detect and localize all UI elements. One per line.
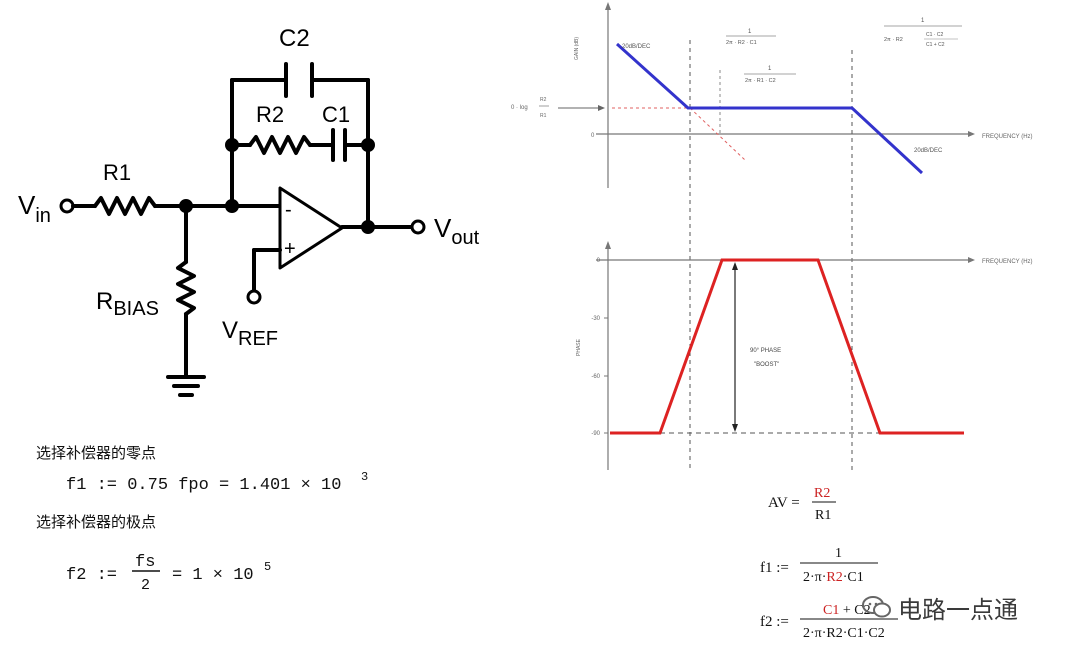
phase-y-ticks: 0 -30 -60 -90 (591, 258, 608, 437)
c2-label: C2 (279, 25, 310, 52)
f2-exponent: 5 (264, 560, 271, 574)
mid-level-label: 0 · log (511, 105, 528, 111)
phase-plot: FREQUENCY (Hz) PHASE 0 -30 -60 -90 90° PHAS… (576, 241, 1033, 470)
left-formulas: 选择补偿器的零点 f1 := 0.75 fpo = 1.401 × 10 3 选… (36, 444, 368, 594)
vin-label: Vin (18, 190, 51, 227)
slope-left-label: 20dB/DEC (622, 44, 651, 50)
phase-x-axis-label: FREQUENCY (Hz) (982, 259, 1033, 265)
zero-heading: 选择补偿器的零点 (36, 444, 156, 462)
rbias-resistor (176, 260, 196, 316)
ann1-numerator: 1 (748, 29, 752, 35)
pole-heading: 选择补偿器的极点 (36, 513, 156, 531)
boost-label-2: "BOOST" (754, 362, 779, 368)
vout-label: Vout (434, 213, 480, 249)
phase-y-tick-label: -90 (591, 431, 600, 437)
arrow-head (732, 262, 738, 270)
phase-y-tick-label: -60 (591, 374, 600, 380)
f1-exponent: 3 (361, 470, 368, 484)
ann3-inner-denominator: C1 + C2 (926, 42, 945, 48)
slope-right-label: 20dB/DEC (914, 148, 943, 154)
f1-denominator: 2·π·R2·C1 (803, 570, 864, 585)
arrow-head (598, 105, 605, 111)
junction-dot (361, 220, 375, 234)
opamp-plus-label: + (284, 238, 296, 260)
ann2-numerator: 1 (768, 66, 772, 72)
vout-terminal (410, 219, 426, 235)
phase-y-tick-label: 0 (597, 258, 601, 264)
c1-label: C1 (322, 102, 350, 127)
opamp-triangle (278, 186, 344, 270)
gain-curve (615, 42, 924, 175)
f2-denominator: 2·π·R2·C1·C2 (803, 626, 885, 641)
mid-level-frac-num: R2 (540, 97, 547, 103)
x-axis-arrow (968, 257, 975, 263)
gain-plot: GAIN (dB) FREQUENCY (Hz) 0 0 · log R2 R1… (511, 2, 1033, 470)
vref-terminal (246, 289, 262, 305)
right-formulas: AV = R2 R1 f1 := 1 2·π·R2·C1 f2 := C1 + … (760, 486, 898, 641)
f1-numerator: 1 (835, 546, 842, 561)
phase-y-tick-label: -30 (591, 316, 600, 322)
av-numerator: R2 (814, 486, 830, 501)
f2-numerator: fs (135, 553, 155, 572)
y-axis-arrow (605, 241, 611, 249)
rbias-label: RBIAS (96, 288, 159, 320)
watermark: 电路一点通 (862, 590, 1072, 624)
f2-lhs: f2 := (760, 614, 789, 630)
av-denominator: R1 (815, 508, 831, 523)
av-lhs: AV = (768, 495, 800, 511)
f1-lhs: f1 := (760, 560, 789, 576)
opamp-minus-label: - (285, 199, 292, 221)
ann3-inner-numerator: C1 · C2 (926, 32, 943, 38)
watermark-text: 电路一点通 (898, 595, 1018, 624)
circuit-schematic (59, 62, 426, 397)
gain-y-axis-label: GAIN (dB) (574, 37, 580, 60)
ann2-denominator: 2π · R1 · C2 (745, 78, 776, 84)
boost-label-1: 90° PHASE (750, 348, 781, 354)
circuit-labels: Vin R1 RBIAS C2 R2 C1 - + Vout VREF (18, 25, 480, 350)
dashed-guide (689, 107, 746, 161)
f2-lhs: f2 := (66, 566, 117, 585)
phase-y-axis-label: PHASE (576, 338, 582, 356)
ann1-denominator: 2π · R2 · C1 (726, 40, 757, 46)
vref-label: VREF (222, 317, 278, 350)
r1-label: R1 (103, 160, 131, 185)
f2-denominator: 2 (141, 577, 150, 594)
r1-resistor (93, 196, 157, 216)
f1-formula: f1 := 0.75 fpo = 1.401 × 10 (66, 476, 341, 495)
gain-x-axis-label: FREQUENCY (Hz) (982, 134, 1033, 140)
y-axis-arrow (605, 2, 611, 10)
f2-rhs: = 1 × 10 (172, 566, 254, 585)
phase-curve (610, 258, 964, 435)
ann3-denominator: 2π · R2 (884, 37, 903, 43)
r2-resistor (248, 135, 312, 155)
arrow-head (732, 424, 738, 432)
r2-label: R2 (256, 102, 284, 127)
ground-icon (166, 375, 206, 397)
x-axis-arrow (968, 131, 975, 137)
gain-y-tick-zero: 0 (591, 133, 595, 139)
ann3-numerator: 1 (921, 18, 925, 24)
mid-level-frac-den: R1 (540, 113, 547, 119)
wechat-icon (862, 596, 891, 618)
